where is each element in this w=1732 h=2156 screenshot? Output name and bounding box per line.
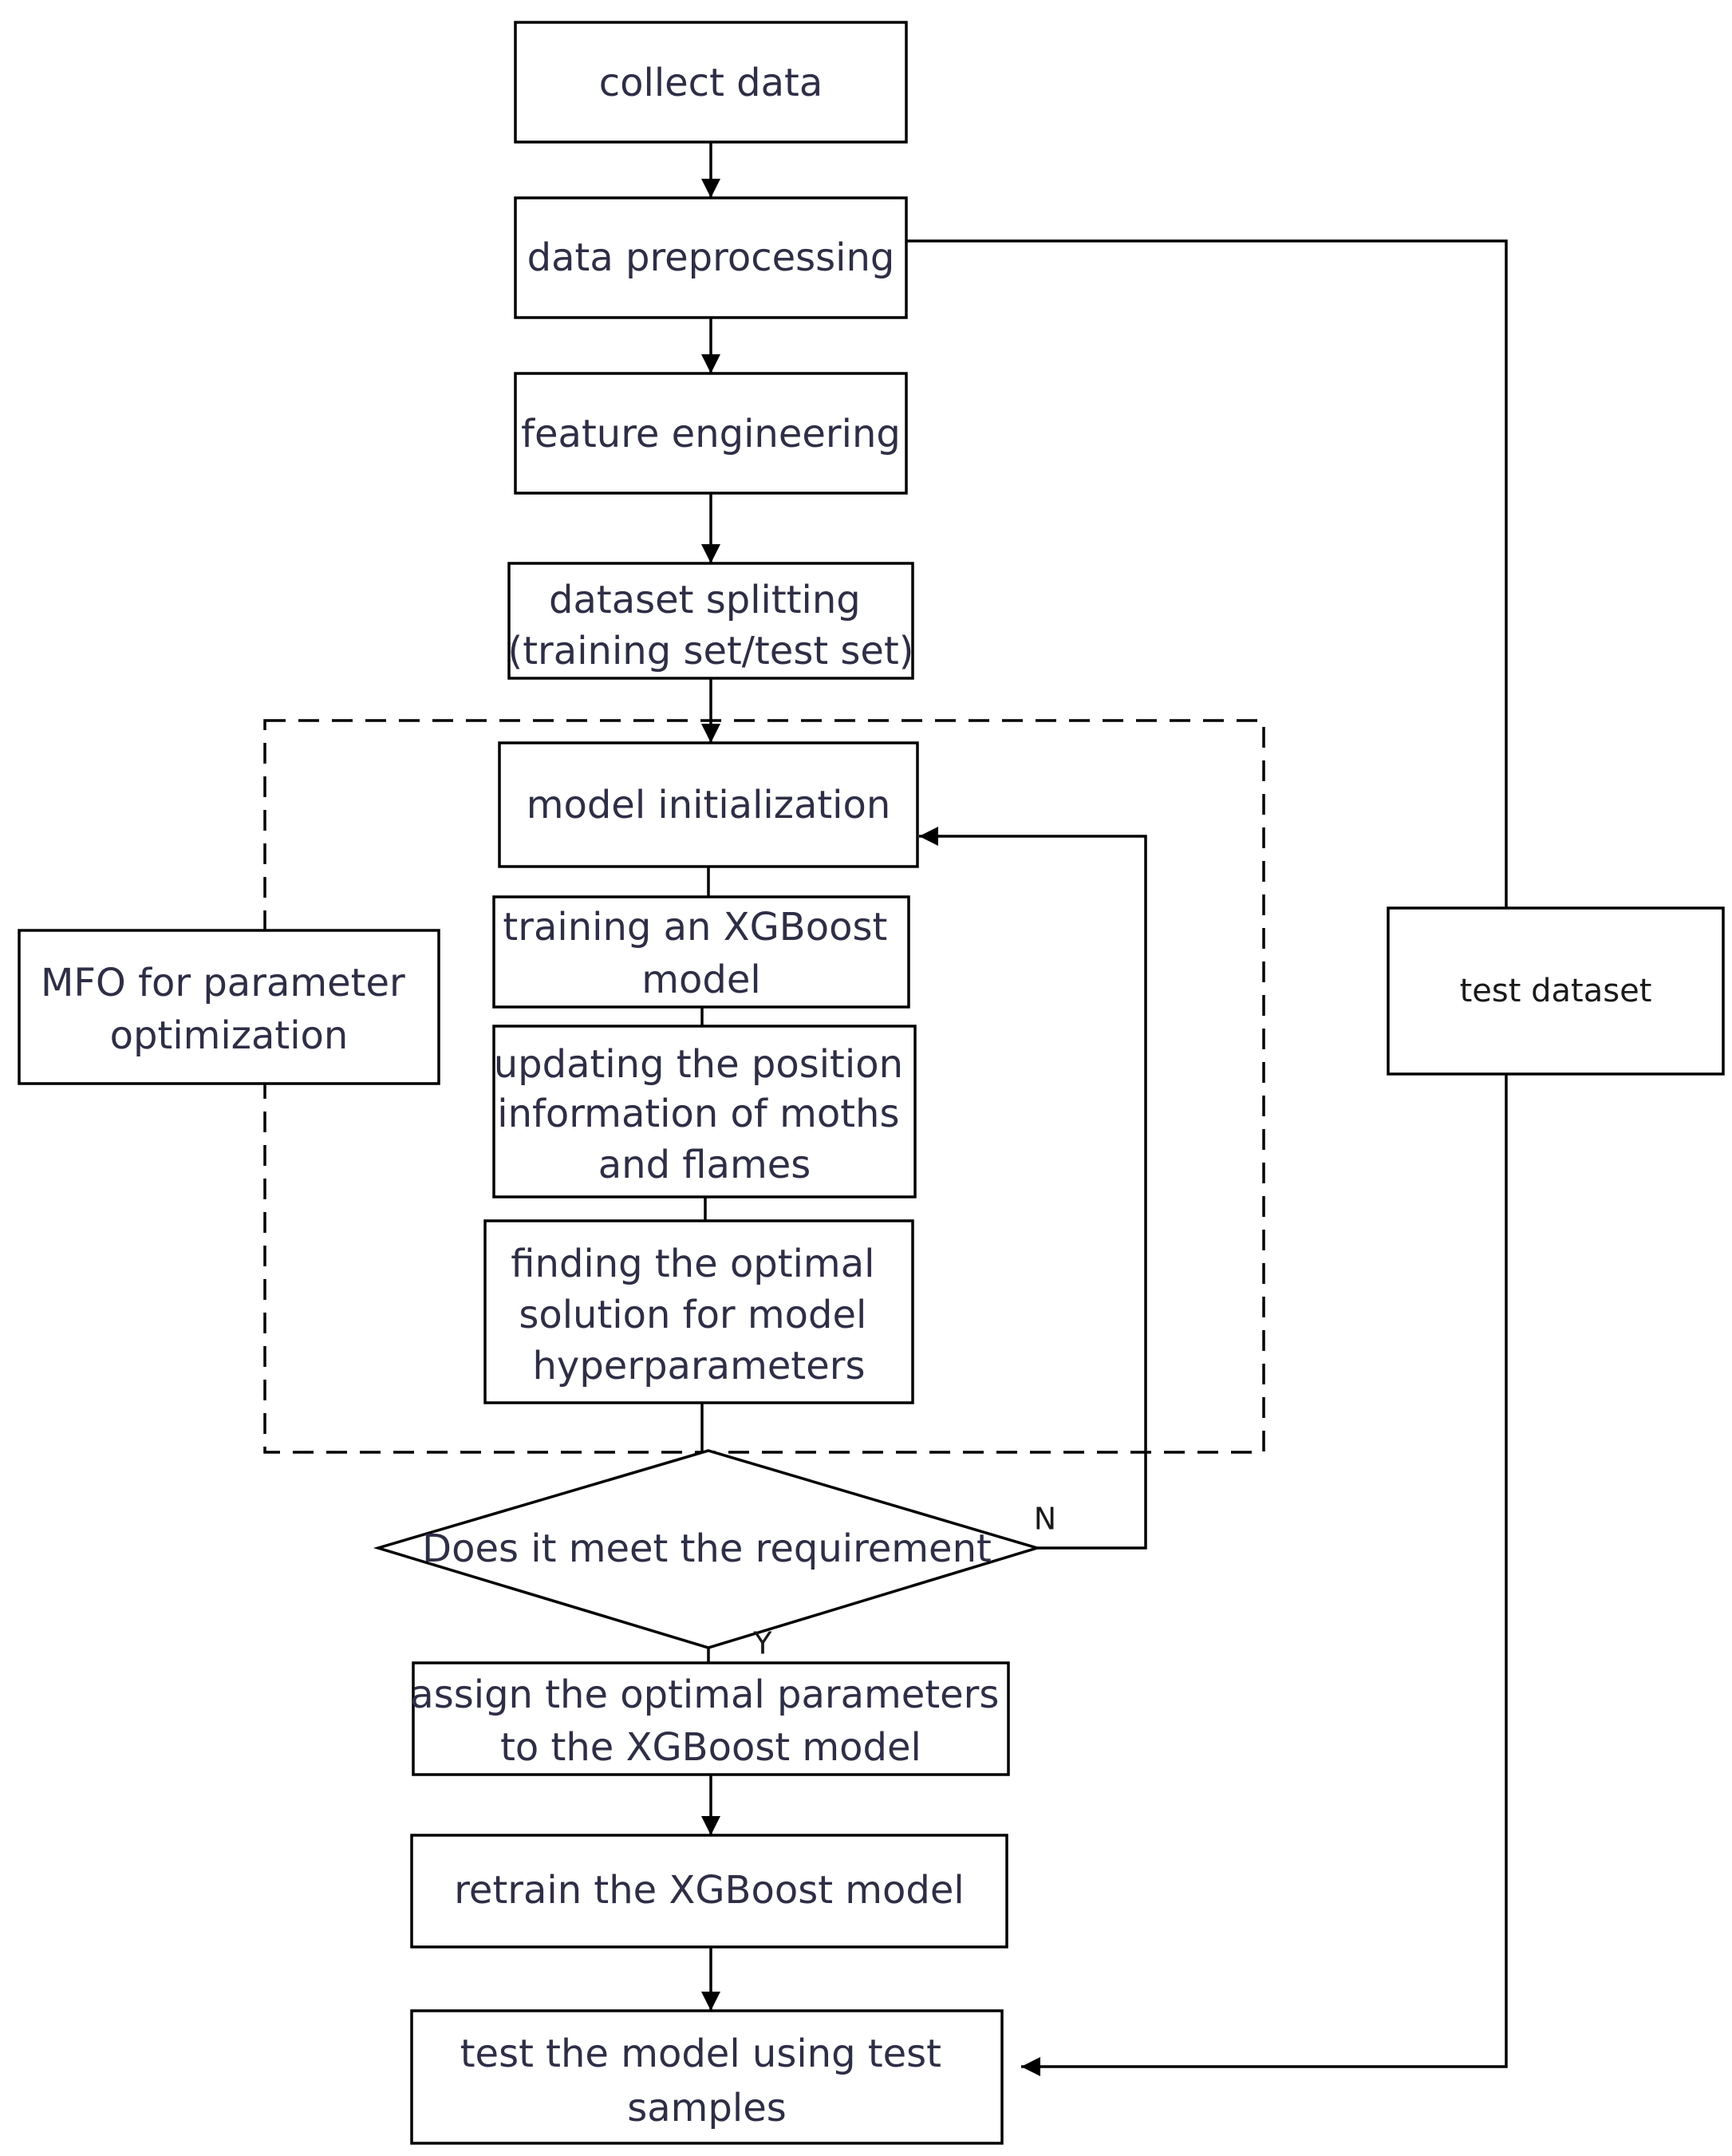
- finding-optimal-line-3: hyperparameters: [533, 1344, 866, 1388]
- no-label: N: [1034, 1502, 1056, 1537]
- assign-parameters-box: assign the optimal parameters to the XGB…: [410, 1661, 1011, 1776]
- training-xgboost-line-1: training an XGBoost: [503, 905, 887, 950]
- line-preprocess-to-test-dataset: [906, 239, 1508, 908]
- connectors: [700, 142, 1508, 2076]
- assign-parameters-label: assign the optimal parameters to the XGB…: [410, 1672, 1011, 1770]
- dataset-splitting-line-1: dataset splitting: [549, 578, 861, 622]
- finding-optimal-line-2: solution for model: [519, 1293, 866, 1337]
- model-initialization-label: model initialization: [527, 783, 891, 827]
- mfo-box: MFO for parameter optimization: [18, 929, 440, 1085]
- mfo-line-2: optimization: [110, 1013, 349, 1058]
- decision-diamond: Does it meet the requirement: [373, 1449, 1043, 1649]
- feature-engineering-label: feature engineering: [521, 412, 901, 456]
- updating-position-line-2: information of moths: [497, 1092, 899, 1136]
- training-xgboost-line-2: model: [641, 958, 760, 1002]
- dataset-splitting-box: dataset splitting (training set/test set…: [507, 562, 914, 680]
- test-model-label: test the model using test samples: [460, 2032, 954, 2130]
- test-dataset-label: test dataset: [1460, 973, 1652, 1009]
- updating-position-line-1: updating the position: [494, 1042, 903, 1087]
- test-model-line-1: test the model using test: [460, 2032, 941, 2076]
- updating-position-label: updating the position information of mot…: [494, 1042, 916, 1187]
- data-preprocessing-label: data preprocessing: [527, 235, 895, 280]
- training-xgboost-box: training an XGBoost model: [492, 895, 910, 1009]
- decision-label: Does it meet the requirement: [422, 1526, 992, 1571]
- assign-parameters-line-1: assign the optimal parameters: [410, 1672, 999, 1717]
- mfo-label: MFO for parameter optimization: [41, 961, 417, 1058]
- finding-optimal-line-1: finding the optimal: [511, 1242, 874, 1286]
- yes-label: Y: [752, 1626, 772, 1661]
- test-model-box: test the model using test samples: [410, 2009, 1004, 2145]
- dataset-splitting-label: dataset splitting (training set/test set…: [508, 578, 914, 673]
- model-initialization-box: model initialization: [498, 741, 919, 868]
- collect-data-box: collect data: [514, 21, 908, 144]
- assign-parameters-line-2: to the XGBoost model: [500, 1725, 921, 1770]
- feature-engineering-box: feature engineering: [514, 372, 908, 495]
- arrow-test-dataset-to-test: [1021, 1074, 1508, 2076]
- updating-position-line-3: and flames: [598, 1143, 811, 1187]
- finding-optimal-label: finding the optimal solution for model h…: [511, 1242, 886, 1388]
- retrain-box: retrain the XGBoost model: [410, 1834, 1008, 1949]
- finding-optimal-box: finding the optimal solution for model h…: [483, 1219, 914, 1404]
- arrow-no-loop-to-init: [919, 827, 1147, 1550]
- updating-position-box: updating the position information of mot…: [492, 1025, 917, 1198]
- dataset-splitting-line-2: (training set/test set): [508, 629, 914, 673]
- mfo-line-1: MFO for parameter: [41, 961, 405, 1005]
- test-dataset-box: test dataset: [1387, 906, 1725, 1076]
- data-preprocessing-box: data preprocessing: [514, 196, 908, 319]
- mfo-region: [263, 719, 1265, 1454]
- retrain-label: retrain the XGBoost model: [454, 1868, 965, 1913]
- training-xgboost-label: training an XGBoost model: [503, 905, 899, 1002]
- test-model-line-2: samples: [627, 2086, 787, 2130]
- collect-data-label: collect data: [599, 61, 823, 105]
